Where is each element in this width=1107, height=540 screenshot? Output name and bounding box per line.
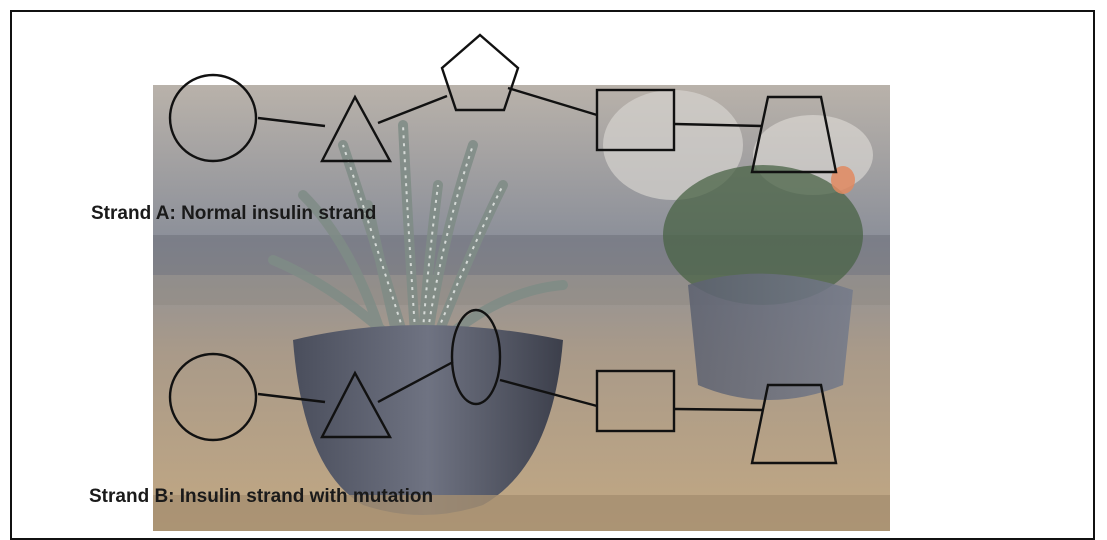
bond-b2 xyxy=(378,362,453,402)
bond-b3 xyxy=(500,380,597,406)
strand-b-label: Strand B: Insulin strand with mutation xyxy=(89,486,433,508)
strand-a xyxy=(170,35,836,172)
bond-a3 xyxy=(508,88,597,115)
bond-a2 xyxy=(378,96,447,123)
circle-shape-b xyxy=(170,354,256,440)
square-shape-a xyxy=(597,90,674,150)
bond-b4 xyxy=(675,409,762,410)
bond-a1 xyxy=(258,118,325,126)
trapezoid-shape-a xyxy=(752,97,836,172)
triangle-shape-a xyxy=(322,97,390,161)
bond-a4 xyxy=(675,124,762,126)
trapezoid-shape-b xyxy=(752,385,836,463)
strand-a-label: Strand A: Normal insulin strand xyxy=(91,203,376,225)
square-shape-b xyxy=(597,371,674,431)
triangle-shape-b xyxy=(322,373,390,437)
strand-b xyxy=(170,310,836,463)
pentagon-shape-a xyxy=(442,35,518,110)
ellipse-shape-b xyxy=(452,310,500,404)
bond-b1 xyxy=(258,394,325,402)
circle-shape-a xyxy=(170,75,256,161)
